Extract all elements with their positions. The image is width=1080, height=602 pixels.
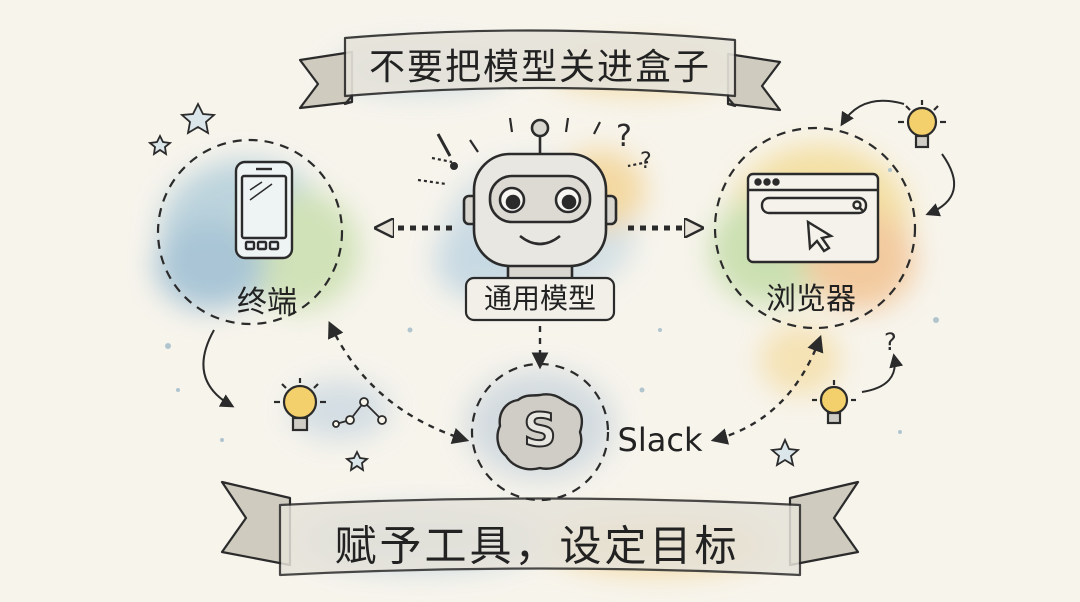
smartphone-icon — [234, 160, 294, 260]
terminal-label: 终端 — [237, 285, 297, 320]
slack-node-circle — [470, 362, 610, 502]
slack-glyph: S — [523, 403, 556, 457]
top-banner-title: 不要把模型关进盒子 — [368, 47, 712, 88]
question-mark-icon: ? ? ? ? — [616, 119, 897, 356]
browser-window-icon — [746, 172, 880, 264]
slack-label: Slack — [617, 421, 703, 459]
node-circles — [156, 126, 917, 502]
top-ribbon — [298, 29, 782, 112]
svg-text:?: ? — [616, 119, 632, 154]
arrow-browser-slack — [710, 334, 824, 445]
bottom-ribbon — [220, 480, 860, 577]
model-label: 通用模型 — [483, 282, 597, 315]
curved-arrow-icon — [202, 99, 956, 408]
lightbulb-icon — [274, 100, 946, 432]
terminal-node-circle — [156, 138, 344, 326]
robot-icon — [462, 118, 618, 284]
svg-text:?: ? — [640, 149, 652, 174]
paint-speckles — [165, 168, 939, 442]
network-doodle — [332, 397, 387, 428]
svg-text:?: ? — [884, 328, 897, 356]
connectors — [328, 228, 824, 445]
browser-node-circle — [713, 126, 917, 330]
browser-label: 浏览器 — [766, 282, 856, 317]
slack-icon: S — [496, 393, 584, 471]
arrow-terminal-slack — [328, 320, 470, 445]
star-icon — [147, 101, 801, 472]
spark-lines — [417, 117, 649, 186]
exclamation-icon — [436, 133, 458, 170]
bottom-banner-title: 赋予工具，设定目标 — [334, 521, 740, 571]
model-label-box — [464, 276, 616, 322]
